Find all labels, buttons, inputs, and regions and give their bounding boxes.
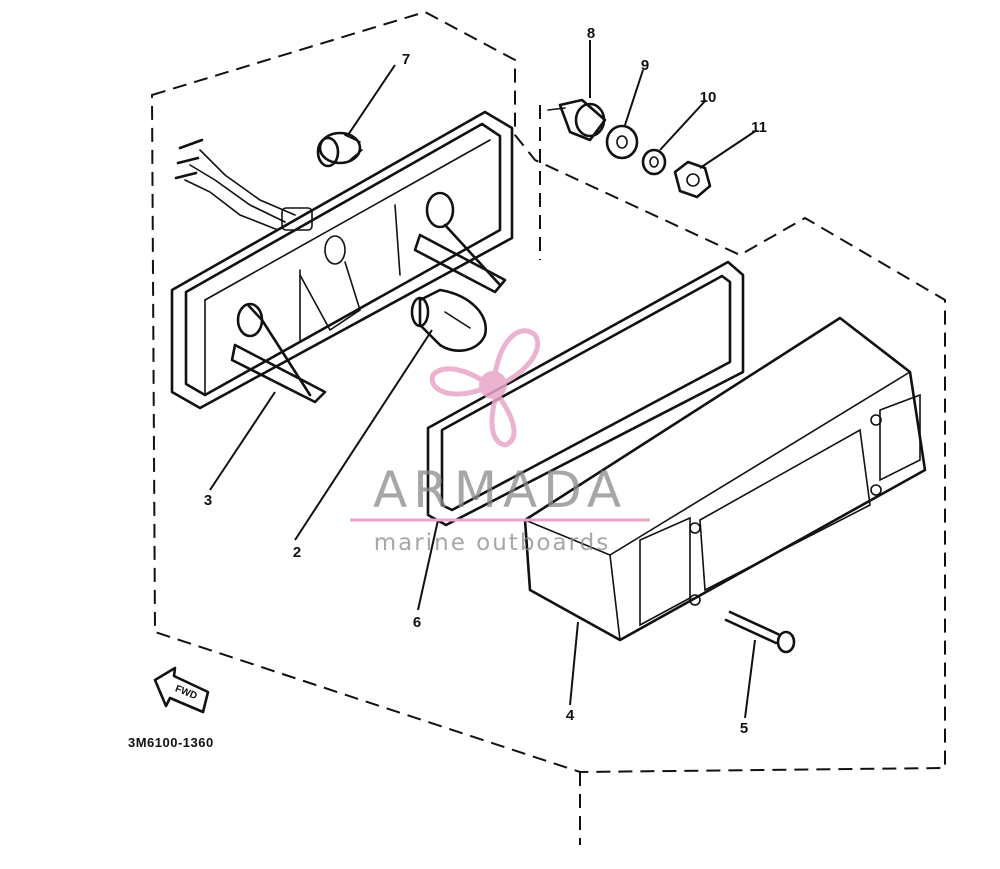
callout-11: 11	[751, 119, 767, 136]
assembly-boundary	[150, 10, 946, 845]
watermark-tagline: marine outboards	[374, 530, 610, 556]
lamp-housing	[170, 110, 514, 410]
lock-washer	[641, 148, 667, 176]
leader-lines	[209, 40, 758, 719]
callout-4: 4	[566, 707, 575, 724]
grommet	[316, 131, 363, 168]
diagram-code: 3M6100-1360	[128, 735, 214, 750]
callout-8: 8	[587, 25, 595, 42]
callout-2: 2	[293, 544, 301, 561]
callout-5: 5	[740, 720, 748, 737]
callout-10: 10	[700, 89, 717, 106]
stud-bolt	[547, 98, 607, 142]
nut	[673, 160, 712, 199]
screw	[724, 610, 796, 654]
fwd-direction-arrow: FWD	[153, 666, 210, 714]
callouts: 2 3 4 5 6 7 8 9 10 11	[204, 25, 767, 737]
washer	[605, 124, 639, 160]
lens	[523, 316, 927, 642]
bulb	[410, 288, 488, 353]
watermark-brand: ARMADA	[373, 461, 627, 519]
callout-9: 9	[641, 57, 649, 74]
gasket	[426, 260, 745, 527]
callout-7: 7	[402, 51, 410, 68]
callout-6: 6	[413, 614, 421, 631]
callout-3: 3	[204, 492, 212, 509]
armada-logo-icon	[429, 328, 541, 448]
